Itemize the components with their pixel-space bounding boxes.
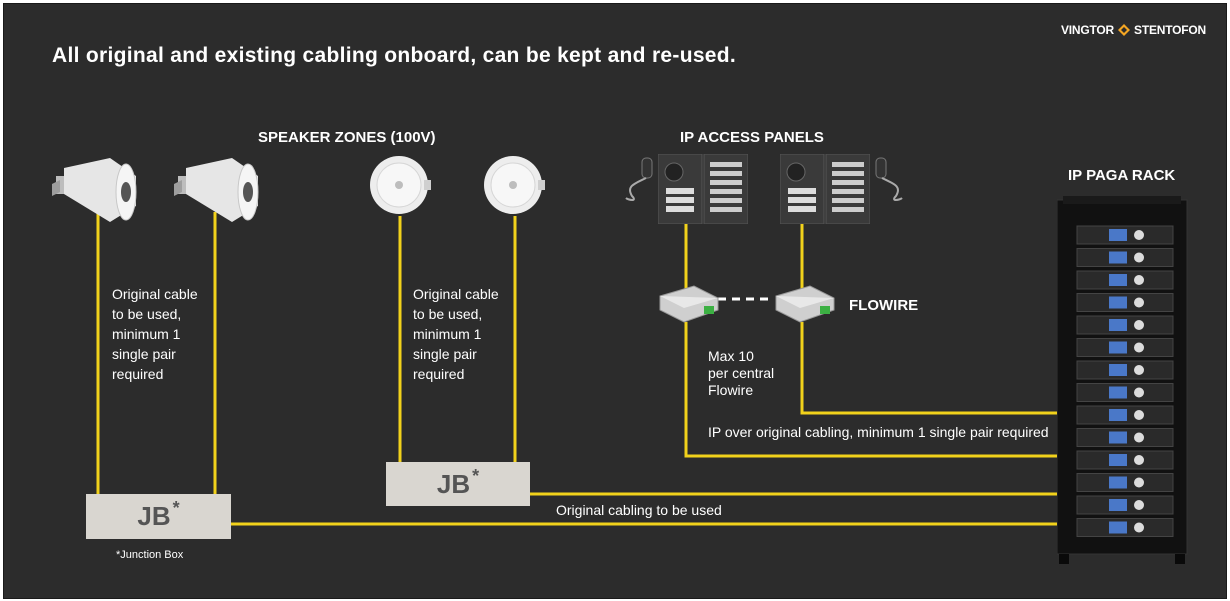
- note-line: Original cable: [413, 286, 499, 302]
- note-line: minimum 1: [112, 326, 181, 342]
- rack-unit-display: [1109, 319, 1127, 331]
- rack-unit-knob: [1134, 455, 1144, 465]
- note-original-cabling: Original cabling to be used: [556, 502, 722, 518]
- note-max-10: Max 10 per central Flowire: [708, 348, 774, 399]
- note-line: per central: [708, 365, 775, 381]
- junction-box-star: *: [172, 498, 180, 518]
- note-line: single pair: [112, 346, 176, 362]
- rack-unit-knob: [1134, 230, 1144, 240]
- rack-unit-display: [1109, 454, 1127, 466]
- rack-unit-knob: [1134, 410, 1144, 420]
- ip-access-panels-heading: IP ACCESS PANELS: [680, 129, 824, 146]
- note-original-cable-middle: Original cable to be used, minimum 1 sin…: [413, 284, 499, 384]
- logo-text-right: STENTOFON: [1134, 23, 1206, 37]
- handheld-microphone-icon: [875, 157, 903, 201]
- diagram-canvas: All original and existing cabling onboar…: [3, 3, 1227, 599]
- note-original-cable-left: Original cable to be used, minimum 1 sin…: [112, 284, 198, 384]
- rack-unit-knob: [1134, 342, 1144, 353]
- rack-unit-display: [1109, 274, 1127, 286]
- ip-paga-rack-heading: IP PAGA RACK: [1068, 167, 1176, 184]
- note-line: Flowire: [708, 382, 754, 398]
- page-title: All original and existing cabling onboar…: [52, 44, 737, 67]
- note-line: required: [112, 366, 164, 382]
- rack-unit-knob: [1134, 500, 1144, 510]
- handheld-microphone-icon: [625, 157, 653, 201]
- rack-unit-display: [1109, 364, 1127, 376]
- rack-unit-knob: [1134, 522, 1144, 533]
- rack-unit-display: [1109, 409, 1127, 421]
- flowire-heading: FLOWIRE: [849, 297, 919, 314]
- rack-unit-display: [1109, 341, 1127, 354]
- rack-unit-display: [1109, 431, 1127, 444]
- ip-access-panel-icon: [658, 154, 748, 224]
- note-line: to be used,: [112, 306, 182, 322]
- note-line: single pair: [413, 346, 477, 362]
- brand-logo: VINGTOR STENTOFON: [1061, 23, 1206, 37]
- vingtor-stentofon-logo-icon: [1118, 24, 1131, 36]
- rack-unit-display: [1109, 386, 1127, 399]
- rack-unit-display: [1109, 296, 1127, 309]
- rack-unit-knob: [1134, 275, 1144, 285]
- rack-unit-knob: [1134, 252, 1144, 263]
- flowire-adapter-icon: [775, 285, 835, 323]
- logo-text-left: VINGTOR: [1060, 23, 1115, 37]
- cable-lines: [96, 212, 1057, 526]
- wire-flowire2-rack: [800, 322, 1057, 415]
- junction-box-left: JB*: [86, 494, 231, 539]
- flowire-adapter-icon: [659, 285, 719, 323]
- rack-unit-knob: [1134, 432, 1144, 443]
- ip-access-panel-icon: [780, 154, 870, 224]
- speaker-zones-heading: SPEAKER ZONES (100V): [258, 129, 436, 146]
- ceiling-speaker-icon: [370, 156, 431, 214]
- junction-box-middle: JB*: [386, 462, 530, 506]
- horn-speaker-icon: [52, 158, 137, 222]
- rack-unit-knob: [1134, 297, 1144, 308]
- note-ip-over-original-cabling: IP over original cabling, minimum 1 sing…: [708, 424, 1049, 440]
- junction-box-label: JB: [137, 501, 171, 531]
- note-line: minimum 1: [413, 326, 482, 342]
- horn-speaker-icon: [174, 158, 259, 222]
- note-line: Max 10: [708, 348, 754, 364]
- ceiling-speaker-icon: [484, 156, 545, 214]
- rack-unit-display: [1109, 476, 1127, 489]
- junction-box-label: JB: [436, 468, 471, 499]
- rack-unit-display: [1109, 251, 1127, 264]
- rack-unit-display: [1109, 499, 1127, 511]
- rack-unit-knob: [1134, 387, 1144, 398]
- junction-box-footnote: *Junction Box: [116, 549, 184, 561]
- note-line: required: [413, 366, 465, 382]
- note-line: Original cable: [112, 286, 198, 302]
- note-line: to be used,: [413, 306, 483, 322]
- rack-unit-display: [1109, 521, 1127, 534]
- rack-unit-knob: [1134, 477, 1144, 488]
- rack-unit-knob: [1134, 320, 1144, 330]
- server-rack-icon: [1057, 196, 1188, 564]
- junction-box-star: *: [472, 465, 480, 486]
- rack-unit-display: [1109, 229, 1127, 241]
- rack-unit-knob: [1134, 365, 1144, 375]
- wire-flowire1-rack: [684, 322, 1057, 458]
